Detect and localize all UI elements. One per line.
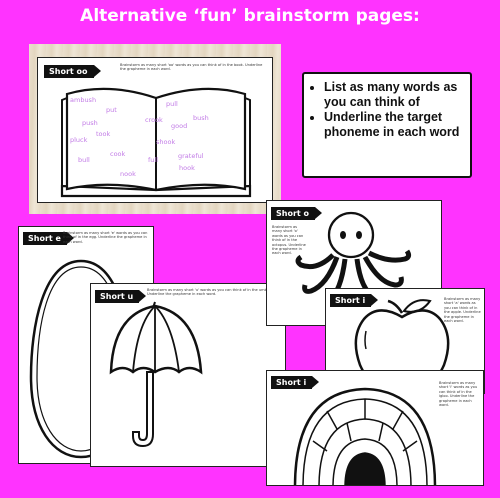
umbrella-icon xyxy=(109,301,203,448)
callout-bullet-underline: Underline the target phoneme in each wor… xyxy=(324,110,464,140)
instruction-callout: List as many words as you can think of U… xyxy=(302,72,472,178)
word-nook: nook xyxy=(120,170,136,178)
worksheet-short-u: Short u Brainstorm as many short 'u' wor… xyxy=(90,283,286,467)
word-ambush: ambush xyxy=(70,96,97,104)
word-pull: pull xyxy=(166,100,178,108)
worksheet-tag: Short u xyxy=(95,290,147,303)
word-full: full xyxy=(148,156,159,164)
word-good: good xyxy=(171,122,188,130)
worksheet-instruction: Brainstorm as many short 'a' words as yo… xyxy=(444,297,481,324)
book-icon xyxy=(60,87,252,198)
word-took: took xyxy=(96,130,111,138)
worksheet-tag: Short o xyxy=(271,207,323,220)
worksheet-tag: Short oo xyxy=(44,65,100,78)
worksheet-instruction: Brainstorm as many short 'i' words as yo… xyxy=(439,381,478,408)
worksheet-short-oo: Short oo Brainstorm as many short 'oo' w… xyxy=(37,57,273,203)
callout-bullet-list: List as many words as you can think of xyxy=(324,80,464,110)
worksheet-short-i: Short i Brainstorm as many short 'i' wor… xyxy=(266,370,484,486)
word-put: put xyxy=(106,106,117,114)
word-bull: bull xyxy=(78,156,90,164)
word-hook: hook xyxy=(179,164,195,172)
page-title: Alternative ‘fun’ brainstorm pages: xyxy=(80,6,420,26)
octopus-icon xyxy=(295,211,412,303)
worksheet-instruction: Brainstorm as many short 'oo' words as y… xyxy=(120,63,263,72)
word-shook: shook xyxy=(156,138,176,146)
worksheet-instruction: Brainstorm as many short 'e' words as yo… xyxy=(63,231,148,244)
worksheet-instruction: Brainstorm as many short 'u' words as yo… xyxy=(147,288,276,297)
word-push: push xyxy=(82,119,98,127)
worksheet-tag: Short e xyxy=(23,232,74,245)
igloo-icon xyxy=(293,387,437,485)
worksheet-instruction: Brainstorm as many short 'o' words as yo… xyxy=(272,225,306,256)
word-bush: bush xyxy=(193,114,209,122)
word-cook: cook xyxy=(110,150,126,158)
word-crook: crook xyxy=(145,116,163,124)
word-pluck: pluck xyxy=(70,136,88,144)
word-grateful: grateful xyxy=(178,152,204,160)
worksheet-tag: Short i xyxy=(271,376,320,389)
worksheet-tag: Short i xyxy=(330,294,379,307)
